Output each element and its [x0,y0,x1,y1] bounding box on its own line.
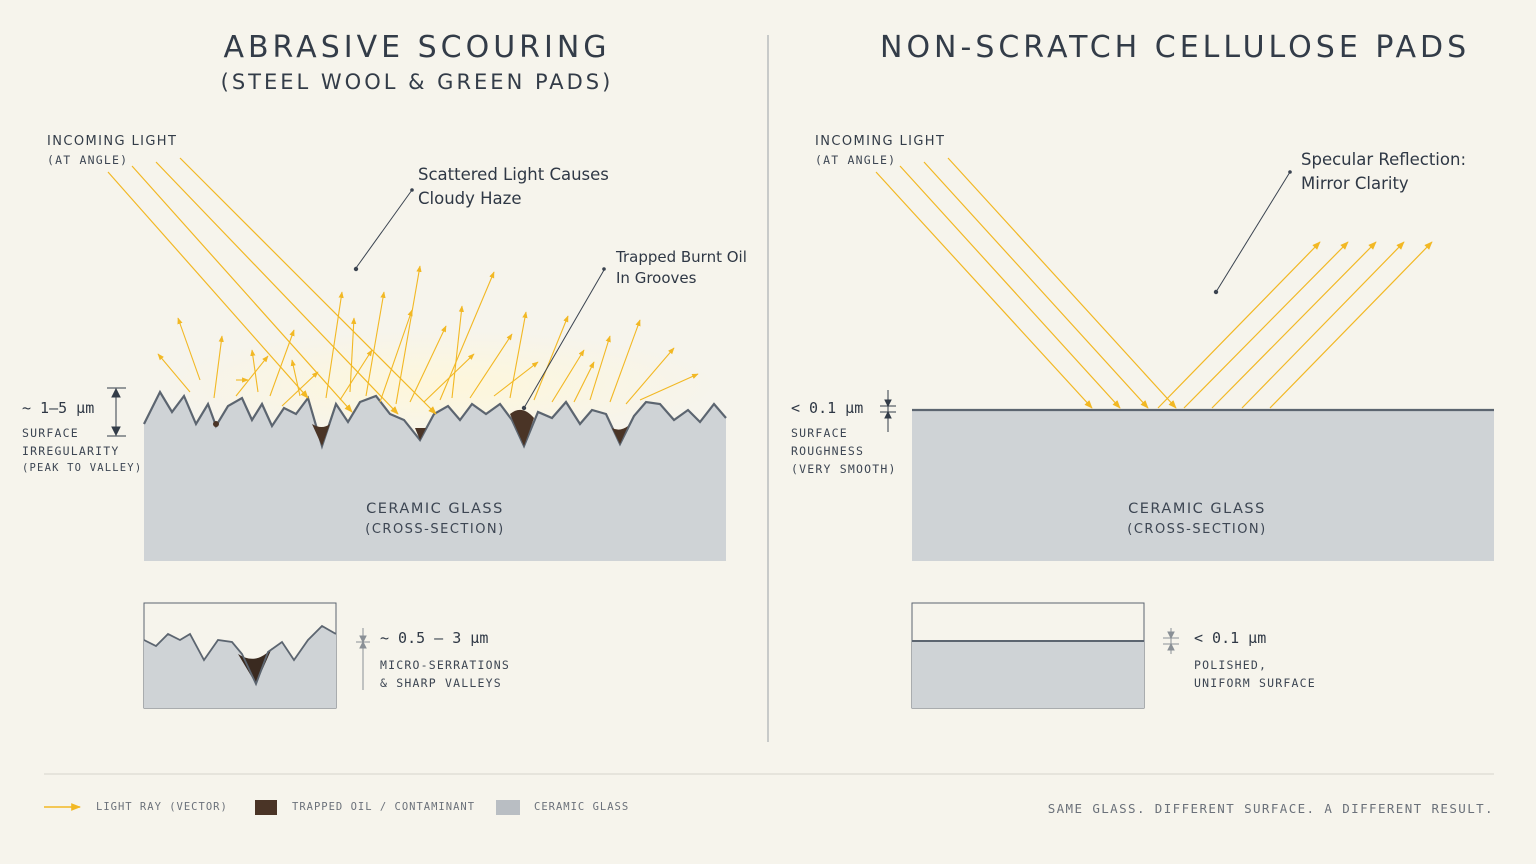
callout-leader-specular [1215,171,1291,293]
legend-swatches [44,800,520,815]
left-glass-sub: (CROSS-SECTION) [365,522,505,537]
left-measure-value: ~ 1–5 µm [22,399,95,417]
rough-glass-block [144,392,726,561]
left-measure-bracket [107,387,126,437]
right-title: NON-SCRATCH CELLULOSE PADS [880,30,1471,65]
legend-glass-swatch [496,800,520,815]
left-incoming-light-label: INCOMING LIGHT [47,134,178,149]
right-incoming-light-label: INCOMING LIGHT [815,134,946,149]
left-incoming-light-sub: (AT ANGLE) [47,153,129,167]
right-inset-glass [912,641,1144,708]
left-inset-glass [144,626,336,708]
right-measure-value: < 0.1 µm [791,399,864,417]
left-measure-desc-3: (PEAK TO VALLEY) [22,462,143,474]
legend-glass-label: CERAMIC GLASS [534,801,630,813]
scatter-callout-line-2: Cloudy Haze [418,189,522,208]
right-inset-desc-2: UNIFORM SURFACE [1194,676,1316,690]
oil-callout-line-2: In Grooves [616,269,697,287]
right-panel-graphics [875,157,1494,709]
left-subtitle: (STEEL WOOL & GREEN PADS) [220,70,614,94]
left-inset-desc-1: MICRO-SERRATIONS [380,658,510,672]
right-incoming-light-sub: (AT ANGLE) [815,153,897,167]
legend-oil-label: TRAPPED OIL / CONTAMINANT [292,801,476,813]
right-inset-measure-value: < 0.1 µm [1194,629,1267,647]
scatter-callout-line-1: Scattered Light Causes [418,165,609,184]
trapped-oil-deposits [213,409,628,446]
left-inset-surface [143,624,337,687]
left-glass-label: CERAMIC GLASS [366,501,504,517]
right-glass-label: CERAMIC GLASS [1128,501,1266,517]
legend-light-ray-label: LIGHT RAY (VECTOR) [96,801,228,813]
rough-surface-line [143,389,727,450]
specular-callout-line-2: Mirror Clarity [1301,174,1409,193]
incoming-rays-right [875,157,1177,409]
reflected-rays [1157,241,1433,409]
specular-callout-line-1: Specular Reflection: [1301,150,1467,169]
right-measure-desc-2: ROUGHNESS [791,444,865,458]
left-inset-measure-value: ~ 0.5 – 3 µm [380,629,489,647]
smooth-glass-block [912,410,1494,561]
callout-leader-scatter [355,189,413,269]
left-panel-graphics [107,157,727,709]
right-measure-desc-3: (VERY SMOOTH) [791,462,897,476]
legend-oil-swatch [255,800,277,815]
footer-tagline: SAME GLASS. DIFFERENT SURFACE. A DIFFERE… [1047,801,1494,816]
callout-leader-oil [523,269,605,409]
oil-callout-line-1: Trapped Burnt Oil [616,248,747,266]
left-measure-desc-2: IRREGULARITY [22,444,120,458]
right-measure-bracket [880,390,896,432]
left-inset-measure [356,628,370,690]
left-title: ABRASIVE SCOURING [223,30,611,65]
left-inset-oil [238,648,272,684]
left-measure-desc-1: SURFACE [22,426,79,440]
right-measure-desc-1: SURFACE [791,426,848,440]
right-inset-measure [1163,628,1179,654]
right-glass-sub: (CROSS-SECTION) [1127,522,1267,537]
scattered-rays [157,265,699,407]
left-inset-desc-2: & SHARP VALLEYS [380,676,502,690]
right-inset-desc-1: POLISHED, [1194,658,1268,672]
